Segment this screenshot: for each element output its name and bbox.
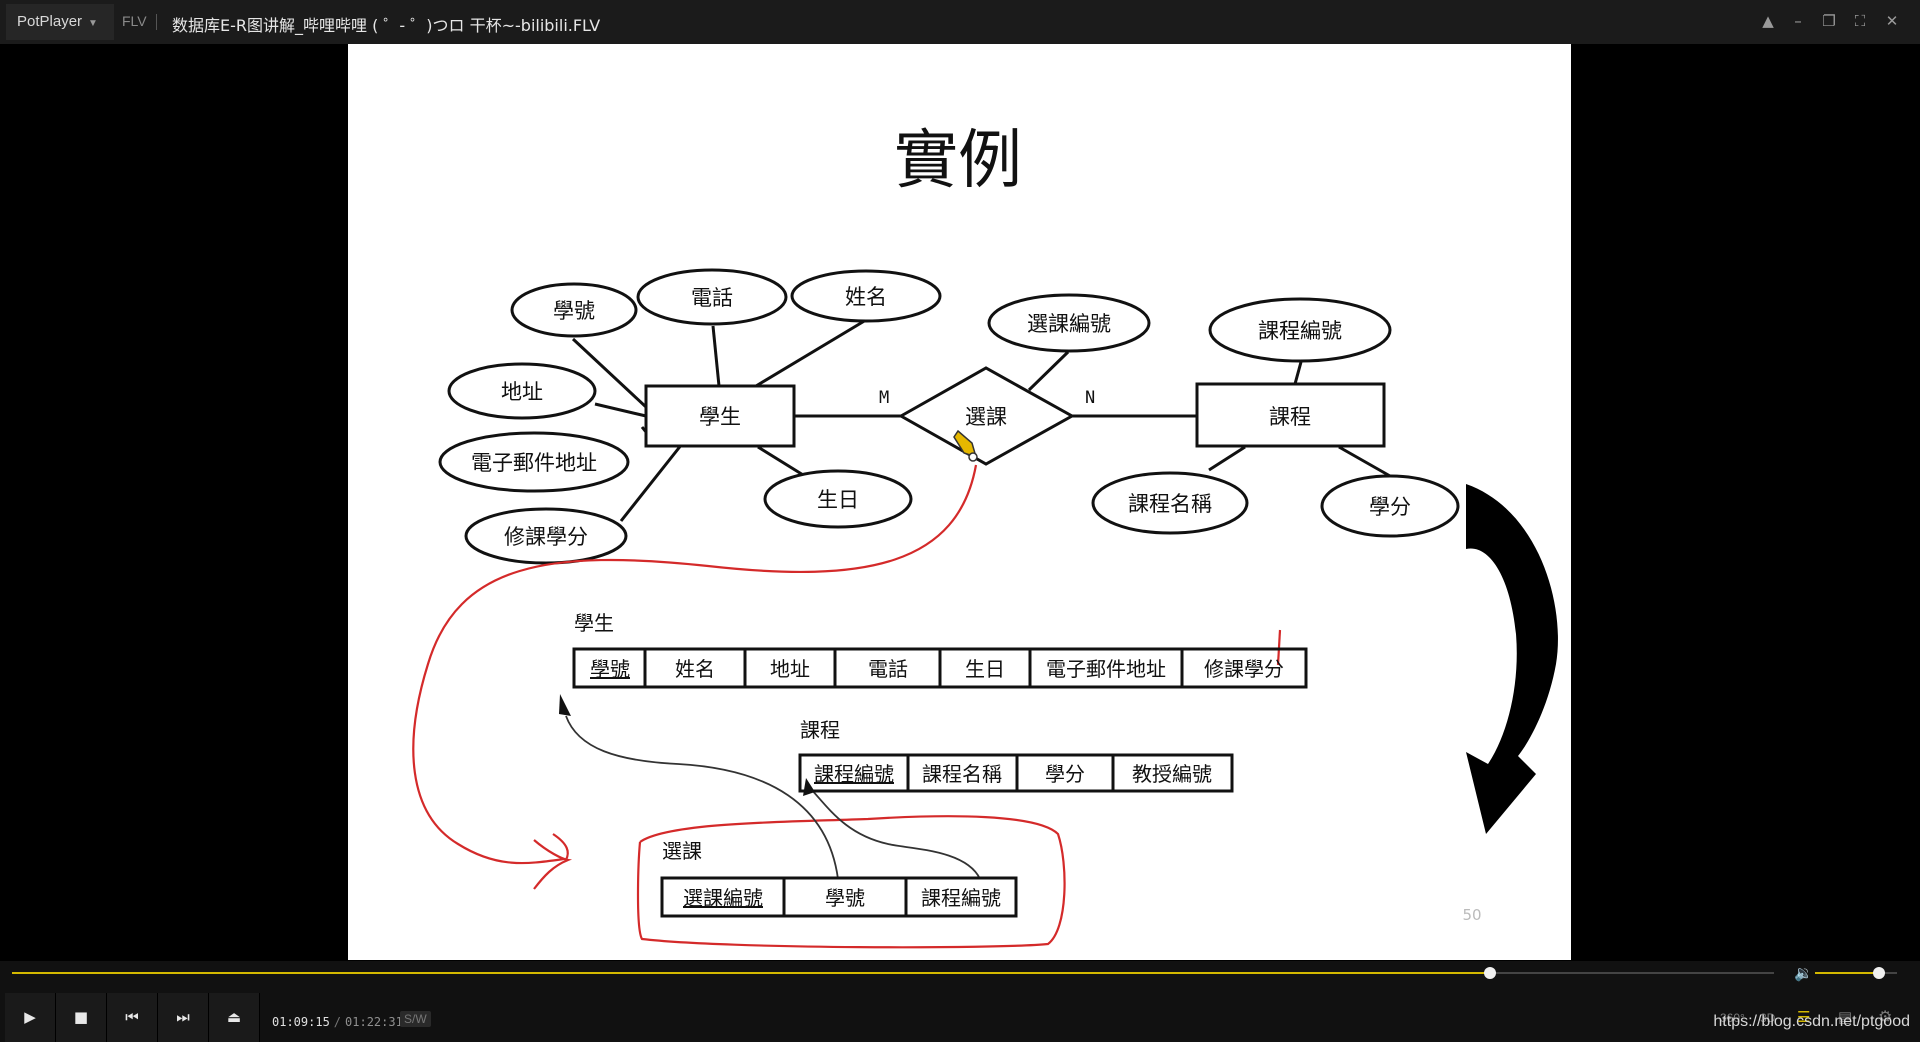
cell-credits-taken: 修課學分 [1204,657,1284,681]
playlist-search-icon[interactable]: ☰ [1797,1009,1811,1026]
cell-selection-id: 選課編號 [683,886,763,910]
seek-progress [12,972,1491,974]
restore-button[interactable]: ❐ [1822,12,1836,30]
divider [156,14,157,30]
cardinality-m: M [879,388,889,408]
seek-bar[interactable] [12,967,1774,979]
page-number: 50 [1462,906,1481,924]
entity-student: 學生 [699,405,741,429]
vr-360-button[interactable]: 360° [1720,1011,1745,1025]
playlist-icon[interactable]: ▤ [1838,1009,1853,1026]
cell-course-name: 課程名稱 [922,762,1002,786]
volume-handle[interactable] [1872,967,1885,979]
video-area[interactable]: 實例 [0,44,1920,961]
cell-email: 電子郵件地址 [1046,657,1166,681]
control-bar: 🔉 ▶ ■ ⏮ ⏭ ⏏ 01:09:15/01:22:31 S/W 360° 3… [0,961,1920,1042]
attr-student-id: 學號 [553,299,595,323]
current-time: 01:09:15 [272,1015,330,1029]
cell-credits: 學分 [1045,762,1085,786]
volume-icon[interactable]: 🔉 [1794,964,1813,982]
table-course-name: 課程 [800,718,840,742]
attribute-labels: 學號 電話 姓名 地址 電子郵件地址 修課學分 生日 選課編號 課程編號 課程名… [471,285,1411,549]
flow-arrow [1466,484,1558,834]
volume-level [1815,972,1879,974]
cell-select-course-id: 課程編號 [921,886,1001,910]
table-frames [572,647,1308,918]
cell-professor-id: 教授編號 [1132,762,1212,786]
cell-address: 地址 [770,657,810,681]
attr-name: 姓名 [845,285,887,309]
minimize-button[interactable]: – [1794,12,1802,30]
table-cells: 學號 姓名 地址 電話 生日 電子郵件地址 修課學分 課程編號 課程名稱 學分 … [590,657,1284,910]
attr-birthday: 生日 [817,488,859,512]
close-button[interactable]: ✕ [1885,12,1899,30]
pen-cursor-icon [953,429,978,462]
arrowhead [559,694,571,716]
slide: 實例 [348,44,1571,960]
app-name: PotPlayer [17,13,83,30]
entity-course: 課程 [1269,405,1311,429]
table-labels: 學生 課程 選課 [574,611,840,863]
attr-address: 地址 [501,380,543,404]
format-label: FLV [122,13,147,29]
chevron-down-icon: ▼ [88,18,98,29]
button-row: ▶ ■ ⏮ ⏭ ⏏ 01:09:15/01:22:31 S/W 360° 3D … [0,993,1920,1042]
attr-phone: 電話 [691,286,733,310]
slide-title: 實例 [894,124,1022,198]
cell-course-id: 課程編號 [814,762,894,786]
cell-select-student-id: 學號 [825,886,865,910]
attr-selection-id: 選課編號 [1027,312,1111,336]
play-button[interactable]: ▶ [5,993,56,1042]
stop-button[interactable]: ■ [56,993,107,1042]
watermark: https://blog.csdn.net/ptgood [1713,1013,1910,1030]
seek-handle[interactable] [1484,967,1497,979]
app-menu-button[interactable]: PotPlayer ▼ [6,4,114,40]
table-select-name: 選課 [662,839,702,863]
cell-birthday: 生日 [965,657,1005,681]
pin-icon[interactable]: ▲ [1762,12,1774,30]
sw-decoder-badge[interactable]: S/W [400,1011,431,1027]
next-button[interactable]: ⏭ [158,993,209,1042]
attr-credits: 學分 [1369,495,1411,519]
attr-course-id: 課程編號 [1258,319,1342,343]
er-diagram: 實例 [412,124,1558,949]
attr-course-name: 課程名稱 [1128,492,1212,516]
previous-button[interactable]: ⏮ [107,993,158,1042]
cell-phone: 電話 [868,657,908,681]
table-student-name: 學生 [574,611,614,635]
entities [644,366,1386,466]
3d-button[interactable]: 3D [1760,1011,1776,1025]
attribute-ellipses [438,268,1460,565]
window-title: 数据库E-R图讲解_哔哩哔哩 ( ゜- ゜)つロ 干杯~-bilibili.FL… [172,16,601,35]
time-display: 01:09:15/01:22:31 [272,1015,403,1029]
attr-credits-taken: 修課學分 [504,525,588,549]
relationship-select: 選課 [965,405,1007,429]
cell-name: 姓名 [675,657,715,681]
fk-arrows [565,715,981,880]
eject-button[interactable]: ⏏ [209,993,260,1042]
cell-student-id: 學號 [590,657,630,681]
settings-icon[interactable]: ⚙ [1878,1009,1893,1026]
attr-email: 電子郵件地址 [471,451,597,475]
volume-slider[interactable] [1815,967,1897,979]
cardinality-n: N [1085,388,1095,408]
er-lines [571,318,1391,522]
title-bar: PotPlayer ▼ FLV 数据库E-R图讲解_哔哩哔哩 ( ゜- ゜)つロ … [0,0,1920,45]
total-time: 01:22:31 [345,1015,403,1029]
fullscreen-button[interactable]: ⛶ [1854,12,1866,30]
